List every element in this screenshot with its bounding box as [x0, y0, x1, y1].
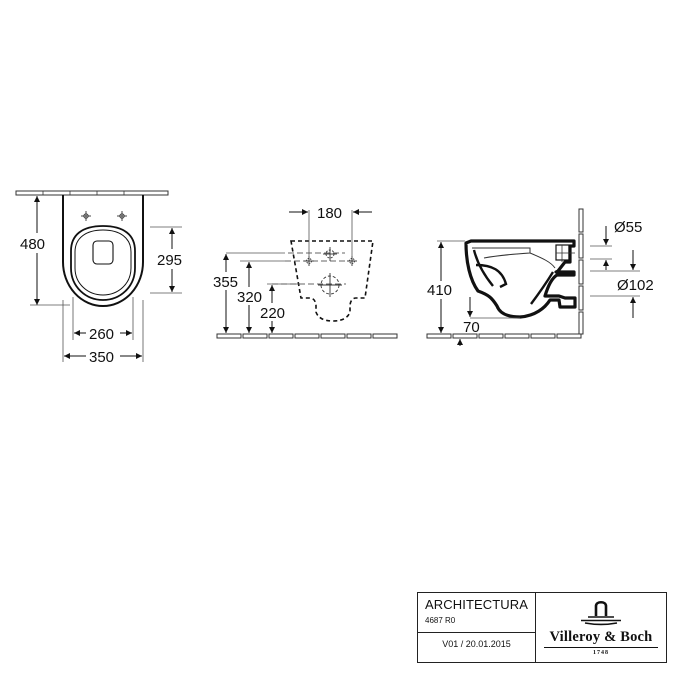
version-date: V01 / 20.01.2015: [442, 639, 511, 649]
product-name: ARCHITECTURA: [425, 597, 529, 612]
dim-355: 355: [213, 274, 238, 291]
title-block: ARCHITECTURA 4687 R0 V01 / 20.01.2015 Vi…: [417, 592, 667, 663]
bowl-profile: [464, 239, 577, 319]
brand-underline: [544, 647, 658, 649]
dim-70: 70: [463, 319, 480, 336]
dim-inlet-diameter: Ø55: [614, 219, 642, 236]
dim-295: 295: [157, 252, 182, 269]
rear-outline-dashed: [290, 240, 374, 322]
brand-block: Villeroy & Boch 1748: [536, 593, 666, 662]
fountain-logo-icon: [581, 600, 621, 626]
dim-480: 480: [20, 236, 45, 253]
dim-220: 220: [260, 305, 285, 322]
brand-name: Villeroy & Boch: [549, 629, 653, 645]
dim-180: 180: [317, 205, 342, 222]
dim-320: 320: [237, 289, 262, 306]
title-block-product: ARCHITECTURA 4687 R0: [418, 593, 535, 633]
product-code: 4687 R0: [425, 616, 456, 625]
seat-ring: [70, 225, 136, 301]
dim-outlet-diameter: Ø102: [617, 277, 654, 294]
rear-view: [216, 209, 398, 339]
title-block-info: ARCHITECTURA 4687 R0 V01 / 20.01.2015: [418, 593, 536, 662]
dim-410: 410: [427, 282, 452, 299]
dim-260: 260: [89, 326, 114, 343]
brand-year: 1748: [593, 650, 609, 656]
dim-350: 350: [89, 349, 114, 366]
bowl-outline: [62, 195, 144, 307]
top-view: [15, 190, 182, 362]
side-view: [426, 208, 640, 346]
